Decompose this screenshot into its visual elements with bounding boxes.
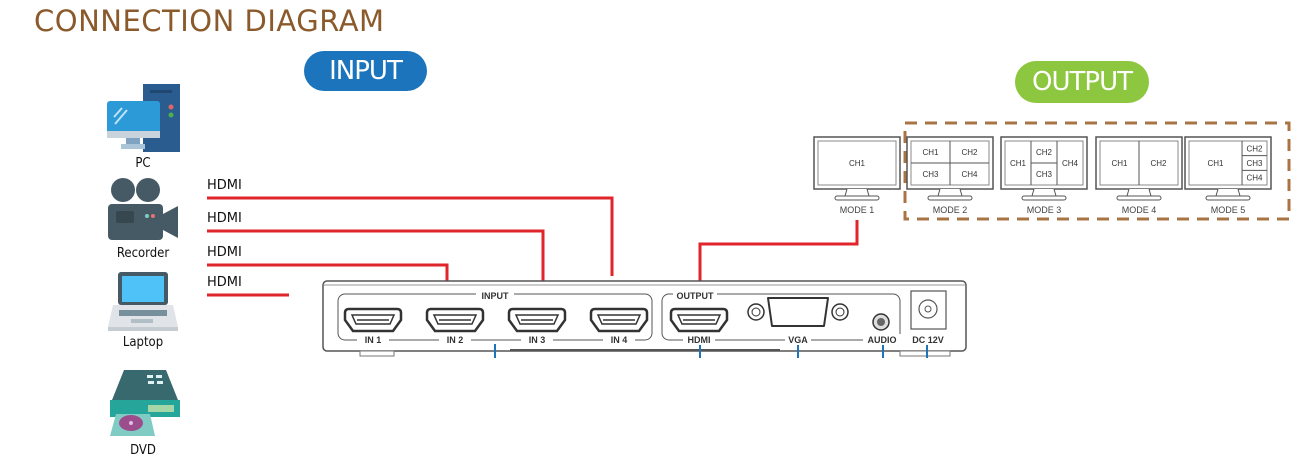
channel-label: CH4 <box>1062 159 1079 168</box>
channel-label: CH1 <box>922 148 939 157</box>
hdmi-input-port-4 <box>589 307 649 333</box>
multi-view-modes-frame <box>903 121 1291 221</box>
hdmi-input-port-3 <box>507 307 567 333</box>
cable-label-3: HDMI <box>207 245 242 260</box>
hdmi-input-port-1 <box>343 307 403 333</box>
channel-label: CH2 <box>1036 148 1053 157</box>
output-audio-label: AUDIO <box>868 335 897 345</box>
channel-label: CH3 <box>1036 170 1053 179</box>
device-label-laptop: Laptop <box>122 335 164 350</box>
output-group-label: OUTPUT <box>677 291 715 301</box>
channel-label: CH1 <box>1208 159 1225 168</box>
input-port-label-1: IN 1 <box>365 335 382 345</box>
input-group-label: INPUT <box>482 291 510 301</box>
device-label-dvd: DVD <box>130 443 156 458</box>
cable-2 <box>207 229 545 281</box>
vga-port <box>747 297 849 327</box>
output-vga-label: VGA <box>788 335 808 345</box>
audio-jack <box>872 313 890 331</box>
mode-label-1: MODE 1 <box>840 205 875 215</box>
output-hdmi-label: HDMI <box>688 335 711 345</box>
channel-label: CH3 <box>922 170 939 179</box>
input-port-label-4: IN 4 <box>611 335 628 345</box>
hdmi-input-port-2 <box>425 307 485 333</box>
output-section-badge: OUTPUT <box>1015 61 1149 103</box>
device-label-recorder: Recorder <box>116 246 170 261</box>
hdmi-cables <box>207 196 859 297</box>
desktop-pc-icon <box>107 84 180 152</box>
cable-label-1: HDMI <box>207 178 242 193</box>
cable-1 <box>207 196 614 276</box>
channel-label: CH2 <box>1150 159 1167 168</box>
mode-label-2: MODE 2 <box>933 205 968 215</box>
port-tick-marks <box>494 344 928 358</box>
cable-output <box>698 220 859 281</box>
input-port-label-3: IN 3 <box>529 335 546 345</box>
input-port-label-2: IN 2 <box>447 335 464 345</box>
video-camera-icon <box>108 178 178 240</box>
mode-label-5: MODE 5 <box>1211 205 1246 215</box>
hdmi-output-port <box>669 307 729 333</box>
channel-label: CH4 <box>961 170 978 179</box>
diagram-title: CONNECTION DIAGRAM <box>34 4 385 38</box>
mode-label-3: MODE 3 <box>1027 205 1062 215</box>
cable-label-2: HDMI <box>207 211 242 226</box>
laptop-icon <box>108 272 178 331</box>
channel-label: CH1 <box>1010 159 1027 168</box>
device-label-pc: PC <box>135 156 151 171</box>
dvd-player-icon <box>110 370 180 436</box>
cable-label-4: HDMI <box>207 275 242 290</box>
channel-label: CH2 <box>1247 144 1264 153</box>
channel-label: CH3 <box>1247 159 1264 168</box>
channel-label: CH2 <box>961 148 978 157</box>
mode-label-4: MODE 4 <box>1122 205 1157 215</box>
power-input-label: DC 12V <box>912 335 944 345</box>
cable-3 <box>207 263 449 281</box>
channel-label: CH1 <box>849 159 866 168</box>
channel-label: CH4 <box>1247 174 1264 183</box>
input-section-badge: INPUT <box>304 51 427 91</box>
channel-label: CH1 <box>1111 159 1128 168</box>
